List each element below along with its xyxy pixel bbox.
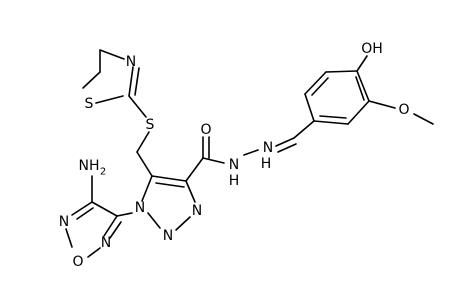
amino-subscript-label: 2 bbox=[100, 167, 106, 178]
triazole-n2-label: N bbox=[163, 228, 173, 244]
thiazoline-sulfur-label: S bbox=[85, 96, 94, 112]
thiazoline-nitrogen-label: N bbox=[126, 54, 136, 70]
hydrazide-hydrogen-label: H bbox=[229, 173, 240, 189]
methoxy-oxygen-label: O bbox=[398, 102, 409, 118]
carbonyl-oxygen-label: O bbox=[200, 122, 211, 138]
phenol-oh-label: OH bbox=[361, 41, 383, 57]
furazan-oxygen-label: O bbox=[72, 254, 83, 270]
thioether-sulfur-label: S bbox=[146, 117, 155, 133]
furazan-nitrogen-top-label: N bbox=[59, 214, 69, 230]
triazole-n1-label: N bbox=[135, 200, 145, 216]
hydrazide-nitrogen-label: N bbox=[229, 157, 239, 173]
hydrazone-nitrogen-label: N bbox=[263, 140, 273, 156]
atom-labels: N S S O OH O N N H H NH 2 N N N N O N bbox=[59, 41, 410, 270]
triazole-n3-label: N bbox=[192, 203, 202, 219]
amino-nh-label: NH bbox=[79, 158, 100, 174]
bond-lines bbox=[65, 49, 434, 258]
furazan-nitrogen-bottom-label: N bbox=[101, 235, 111, 251]
hydrazone-hydrogen-label: H bbox=[261, 156, 272, 172]
